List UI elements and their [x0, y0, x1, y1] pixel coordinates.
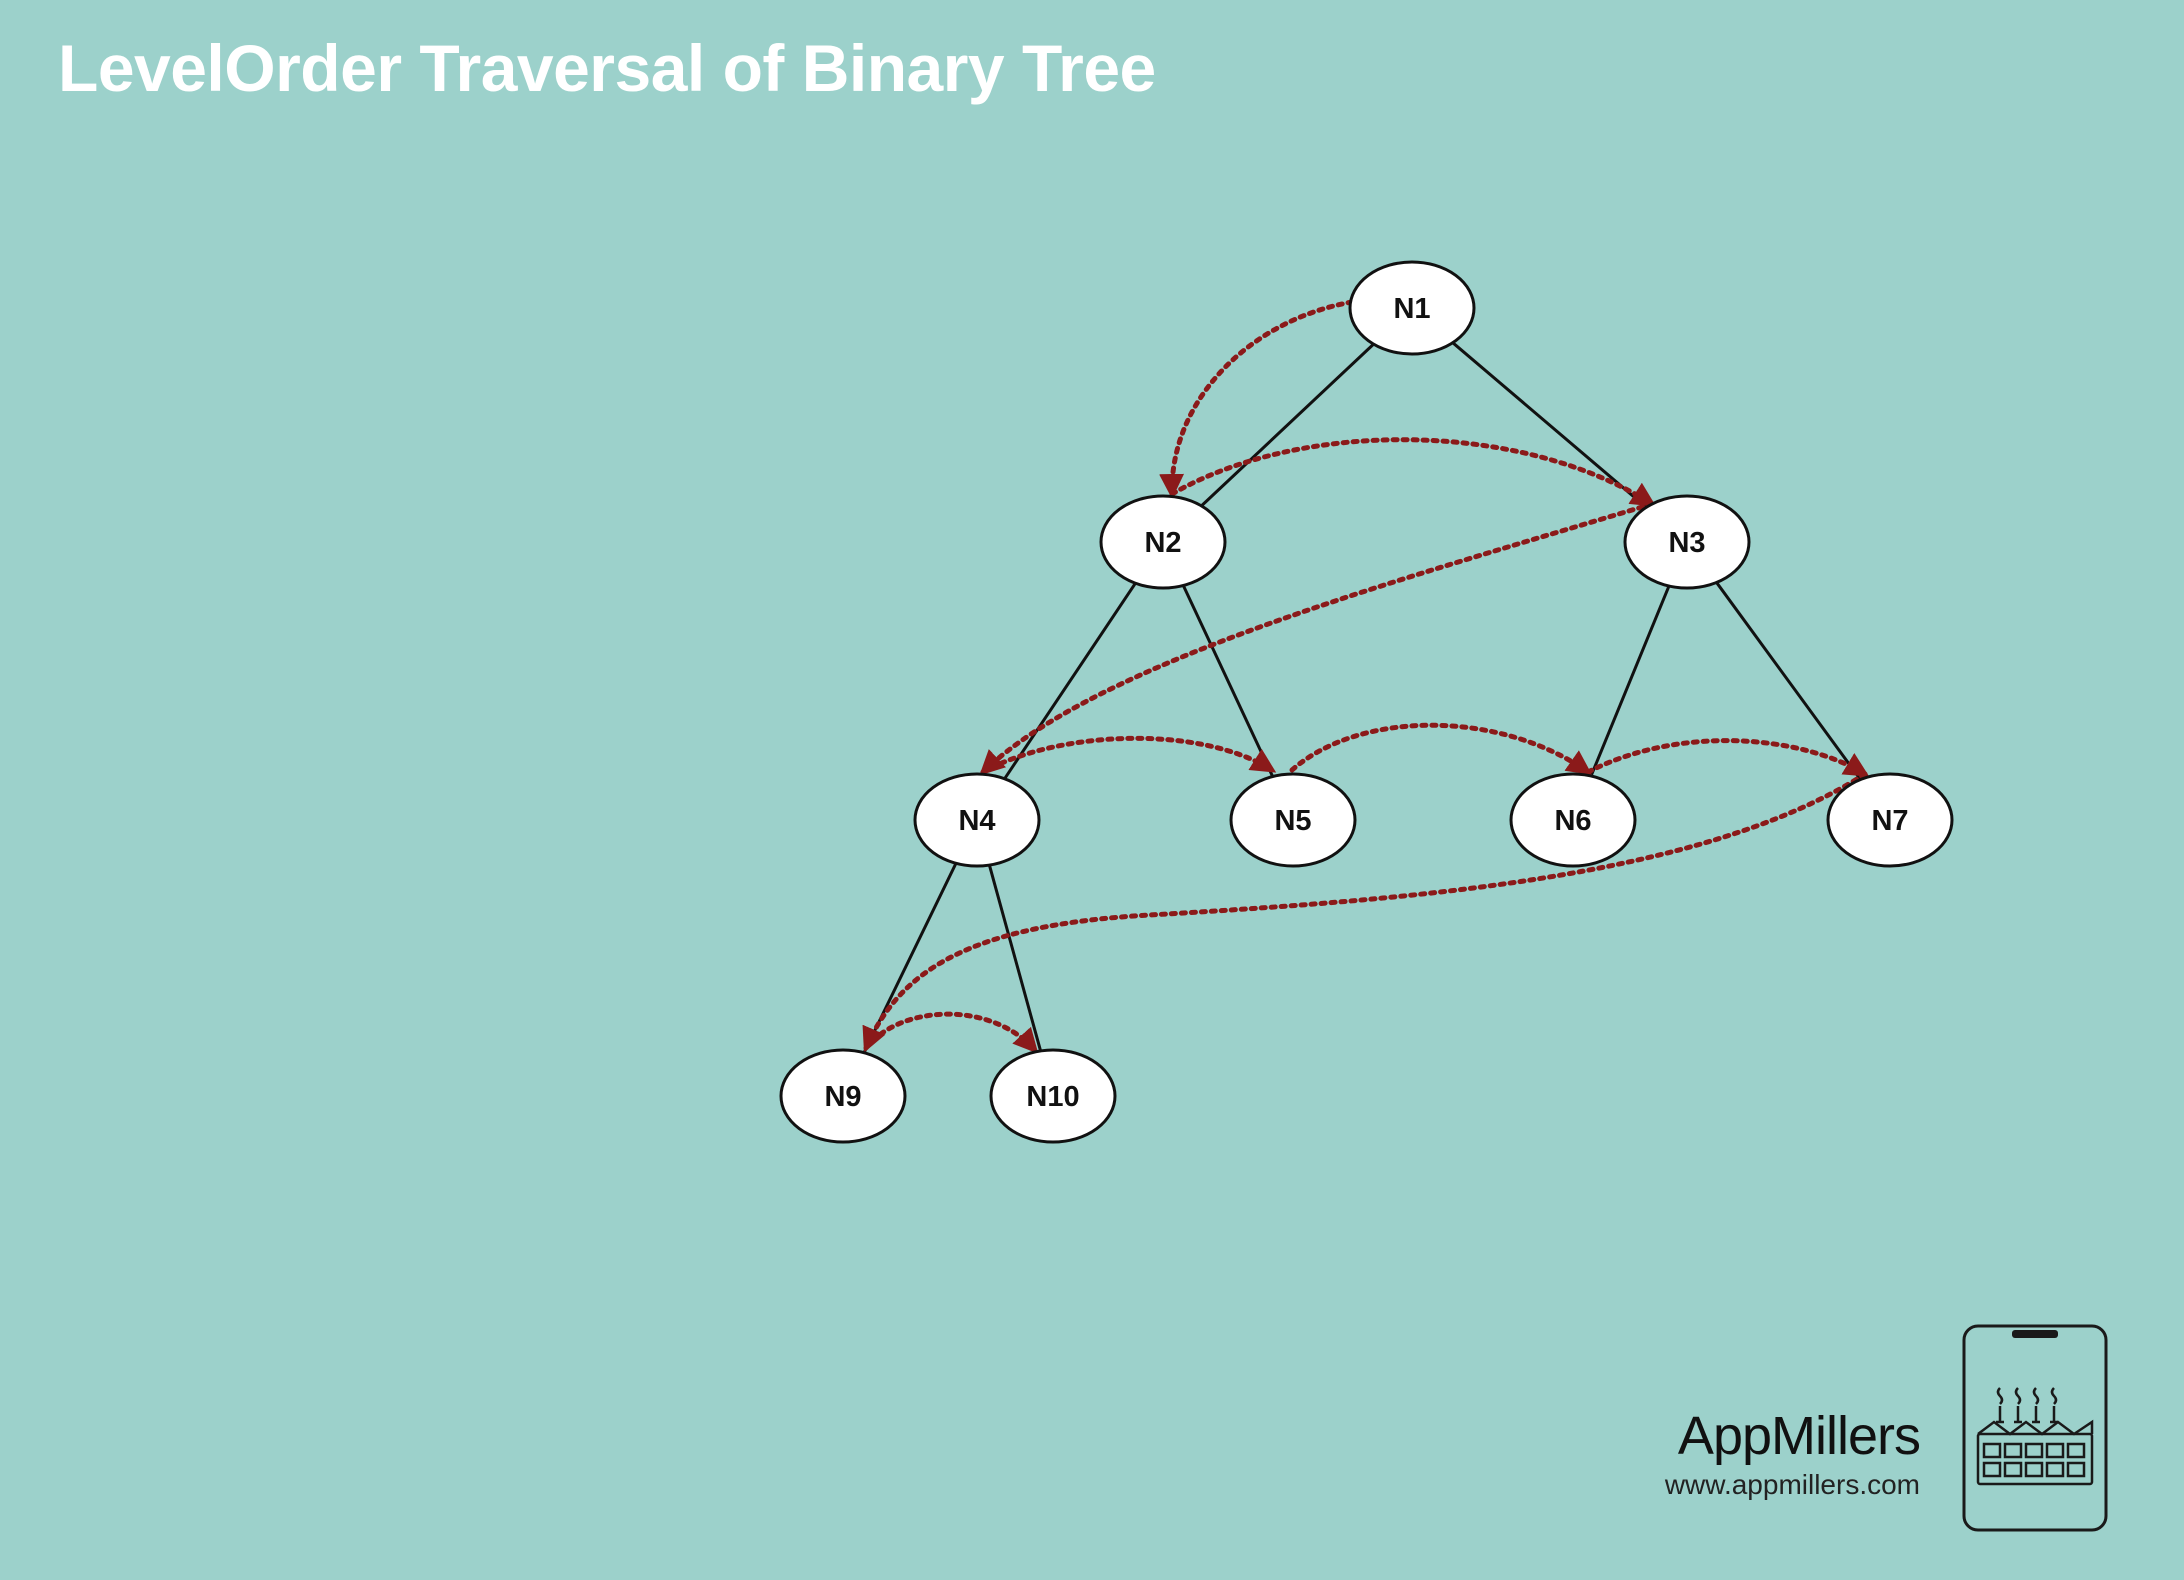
- tree-edge-n1-n3: [1451, 341, 1648, 509]
- brand-block: AppMillers www.appmillers.com: [1640, 1405, 1921, 1501]
- node-label: N3: [1668, 527, 1705, 559]
- traversal-arrow-n4-n5: [980, 735, 1277, 775]
- tree-node-n7: N7: [1826, 772, 1954, 868]
- node-label: N4: [958, 805, 995, 837]
- traversal-arrow-n2-n3: [1169, 437, 1657, 507]
- node-ellipse: [1826, 772, 1954, 868]
- tree-edge-n3-n6: [1589, 585, 1671, 777]
- tree-edge-n4-n9: [862, 862, 958, 1054]
- tree-node-n6: N6: [1509, 772, 1637, 868]
- tree-node-n1: N1: [1348, 260, 1476, 356]
- tree-edge-n2-n4: [1003, 582, 1137, 780]
- tree-node-n3: N3: [1623, 494, 1751, 590]
- tree-edge-n2-n5: [1181, 584, 1275, 778]
- tree-node-n2: N2: [1099, 494, 1227, 590]
- node-ellipse: [913, 772, 1041, 868]
- node-ellipse: [989, 1048, 1117, 1144]
- traversal-path: [862, 299, 1870, 1054]
- tree-node-n4: N4: [913, 772, 1041, 868]
- node-ellipse: [1099, 494, 1227, 590]
- brand-url: www.appmillers.com: [1664, 1469, 1920, 1500]
- node-ellipse: [1509, 772, 1637, 868]
- tree-node-n5: N5: [1229, 772, 1357, 868]
- traversal-arrow-n1-n2: [1159, 299, 1355, 499]
- node-ellipse: [1229, 772, 1357, 868]
- node-label: N5: [1274, 805, 1311, 837]
- node-ellipse: [779, 1048, 907, 1144]
- tree-edges: [862, 341, 1862, 1054]
- tree-node-n10: N10: [989, 1048, 1117, 1144]
- node-label: N10: [1026, 1081, 1079, 1113]
- brand-name: AppMillers: [1677, 1406, 1921, 1466]
- node-label: N9: [824, 1081, 861, 1113]
- node-ellipse: [1623, 494, 1751, 590]
- phone-factory-icon: [1962, 1324, 2108, 1532]
- node-label: N2: [1144, 527, 1181, 559]
- traversal-arrow-n7-n9: [862, 771, 1868, 1053]
- node-ellipse: [1348, 260, 1476, 356]
- traversal-arrow-n6-n7: [1585, 738, 1870, 777]
- traversal-arrow-n3-n4: [979, 501, 1655, 776]
- tree-node-n9: N9: [779, 1048, 907, 1144]
- node-label: N7: [1871, 805, 1908, 837]
- node-label: N1: [1393, 293, 1430, 325]
- tree-edge-n4-n10: [987, 864, 1043, 1052]
- node-label: N6: [1554, 805, 1591, 837]
- traversal-arrow-n9-n10: [863, 1011, 1039, 1054]
- tree-edge-n3-n7: [1715, 581, 1862, 781]
- page-title: LevelOrder Traversal of Binary Tree: [58, 31, 1156, 105]
- tree-edge-n1-n2: [1200, 343, 1375, 507]
- traversal-arrow-n5-n6: [1289, 722, 1593, 775]
